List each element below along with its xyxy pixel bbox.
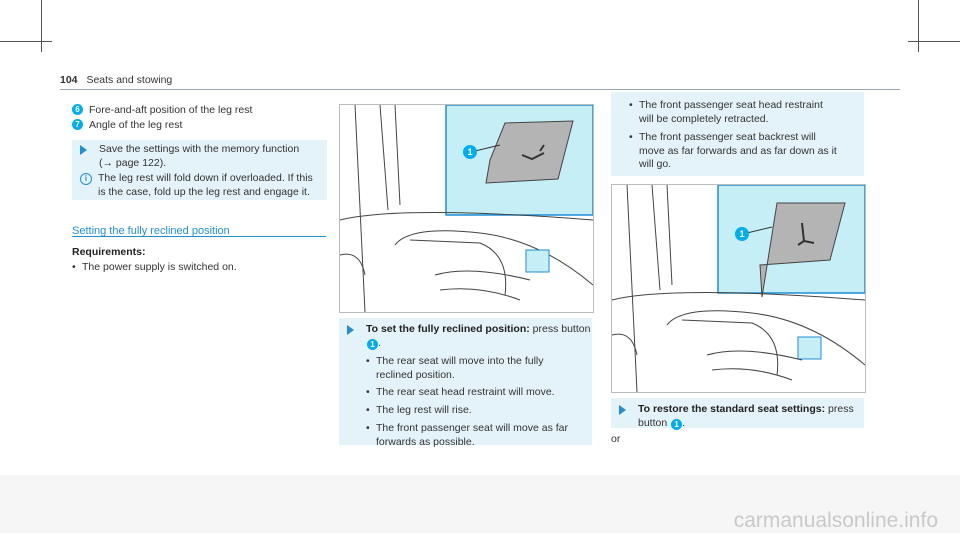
section-rule bbox=[72, 236, 326, 237]
section-title: Setting the fully reclined position bbox=[72, 225, 230, 237]
requirements-title: Requirements: bbox=[72, 246, 146, 258]
column-1: 6 Fore-and-aft position of the leg rest … bbox=[72, 104, 327, 134]
or-text: or bbox=[611, 433, 621, 445]
crop-mark bbox=[908, 41, 960, 42]
door-panel-drawing: 1 bbox=[340, 105, 593, 312]
step-text: press button bbox=[529, 323, 591, 335]
button-reference-1: 1 bbox=[367, 338, 378, 350]
requirements: Requirements: • The power supply is swit… bbox=[72, 246, 327, 275]
door-panel-illustration: 1 bbox=[339, 104, 594, 313]
step-title: To set the fully reclined position: bbox=[366, 323, 530, 335]
bullet-icon: • bbox=[72, 260, 76, 273]
instruction-box bbox=[611, 92, 864, 176]
legend-text: Fore-and-aft position of the leg rest bbox=[89, 104, 253, 116]
step-arrow-icon bbox=[80, 145, 87, 155]
info-text: The leg rest will fold down if overloade… bbox=[98, 172, 313, 184]
bullet-icon: • bbox=[366, 404, 370, 417]
button-callout-1 bbox=[735, 227, 749, 241]
step-title: To restore the standard seat settings: bbox=[638, 403, 826, 415]
number-badge: 7 bbox=[72, 118, 83, 130]
legend-text: Angle of the leg rest bbox=[89, 118, 183, 131]
bullet-icon: • bbox=[366, 354, 370, 367]
callout-number: 1 bbox=[739, 229, 744, 239]
step-arrow-icon bbox=[619, 405, 626, 415]
door-panel-drawing: 1 bbox=[612, 185, 865, 392]
step-text: Save the settings with the memory functi… bbox=[99, 143, 300, 155]
crop-mark bbox=[41, 0, 42, 52]
button-reference-1: 1 bbox=[671, 418, 683, 430]
instruction-box bbox=[72, 140, 327, 200]
step-text: press bbox=[825, 403, 854, 415]
crop-mark bbox=[918, 0, 919, 52]
crop-mark bbox=[0, 41, 52, 42]
bullet-icon: • bbox=[366, 422, 370, 435]
info-icon: i bbox=[80, 173, 92, 185]
button-callout-1 bbox=[463, 145, 477, 159]
restore-step: To restore the standard seat settings: p… bbox=[611, 403, 864, 432]
number-badge: 6 bbox=[72, 104, 83, 115]
step-arrow-icon bbox=[347, 325, 354, 335]
door-panel-illustration: 1 bbox=[611, 184, 866, 393]
bullet-icon: • bbox=[629, 130, 633, 143]
page-header: 104 Seats and stowing bbox=[60, 74, 172, 88]
legend-item-7: 7 Angle of the leg rest bbox=[72, 118, 327, 133]
bullet-icon: • bbox=[366, 386, 370, 399]
header-rule bbox=[60, 89, 900, 90]
recline-results-continued: •The front passenger seat head restraint… bbox=[629, 99, 837, 171]
info-note: i The leg rest will fold down if overloa… bbox=[80, 172, 327, 201]
bullet-icon: • bbox=[629, 99, 633, 111]
section-name: Seats and stowing bbox=[86, 74, 173, 86]
callout-number: 1 bbox=[467, 147, 472, 157]
watermark: carmanualsonline.info bbox=[733, 509, 938, 532]
recline-step: To set the fully reclined position: pres… bbox=[339, 323, 592, 451]
info-text: is the case, fold up the leg rest and en… bbox=[98, 185, 310, 198]
instruction-box bbox=[339, 318, 592, 445]
requirement-text: The power supply is switched on. bbox=[82, 260, 237, 273]
save-step: Save the settings with the memory functi… bbox=[72, 143, 327, 172]
page-reference-link[interactable]: (→ page 122). bbox=[99, 156, 167, 169]
legend-item-6: 6 Fore-and-aft position of the leg rest bbox=[72, 104, 327, 118]
instruction-box bbox=[611, 398, 864, 428]
page-number: 104 bbox=[60, 74, 78, 86]
footer-band bbox=[0, 475, 960, 533]
